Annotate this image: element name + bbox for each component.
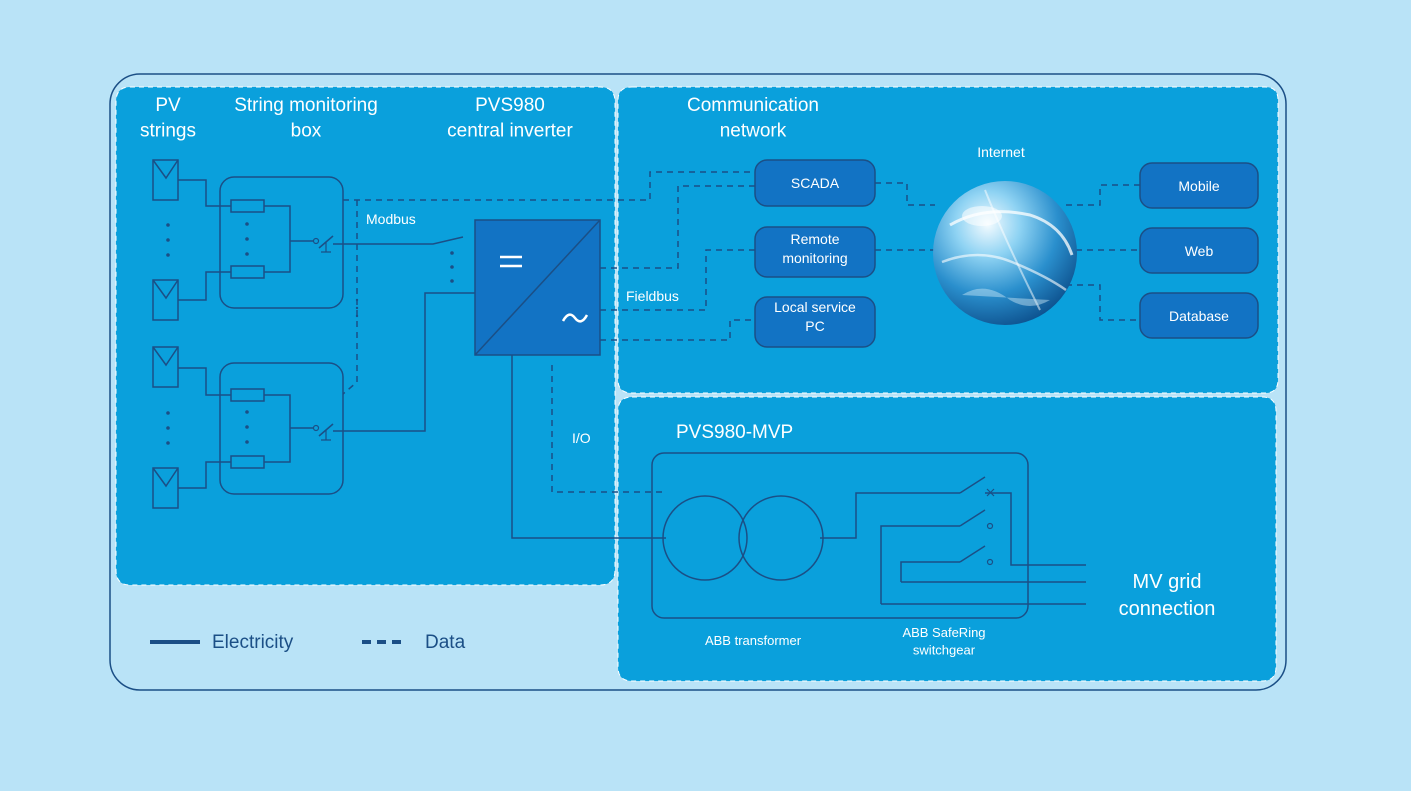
pv-module-icon bbox=[152, 159, 179, 201]
mobile-label: Mobile bbox=[1178, 178, 1219, 194]
mvp-heading: PVS980-MVP bbox=[676, 422, 793, 443]
legend-electricity-label: Electricity bbox=[212, 632, 294, 653]
data-lines bbox=[342, 171, 1140, 493]
legend-data-label: Data bbox=[425, 632, 466, 653]
scada-node: SCADA bbox=[754, 159, 876, 207]
outer-frame bbox=[109, 73, 1287, 691]
pv-module-icon bbox=[152, 346, 179, 388]
mvp-panel bbox=[617, 396, 1277, 682]
legend: Electricity Data bbox=[150, 632, 466, 653]
globe-icon bbox=[933, 181, 1077, 325]
fieldbus-label: Fieldbus bbox=[626, 288, 679, 304]
modbus-label: Modbus bbox=[366, 211, 416, 227]
string-monitoring-box bbox=[219, 362, 344, 495]
string-monitoring-box bbox=[219, 176, 344, 309]
electricity-lines bbox=[178, 179, 1086, 605]
transformer-label: ABB transformer bbox=[705, 633, 802, 648]
fuse-icons bbox=[230, 199, 265, 469]
mvp-station-box bbox=[651, 452, 1029, 619]
database-label: Database bbox=[1169, 308, 1229, 324]
pv-module-icon bbox=[152, 279, 179, 321]
web-node: Web bbox=[1139, 227, 1259, 274]
ellipsis-dots bbox=[166, 222, 454, 445]
mobile-node: Mobile bbox=[1139, 162, 1259, 209]
transformer-icon bbox=[662, 495, 824, 581]
web-label: Web bbox=[1185, 243, 1214, 259]
pv-module-icon bbox=[152, 467, 179, 509]
internet-label: Internet bbox=[977, 144, 1025, 160]
scada-label: SCADA bbox=[791, 175, 840, 191]
database-node: Database bbox=[1139, 292, 1259, 339]
inverter-block bbox=[474, 219, 601, 356]
switchgear-contacts bbox=[986, 488, 995, 566]
switch-contacts bbox=[312, 237, 331, 441]
io-label: I/O bbox=[572, 430, 591, 446]
